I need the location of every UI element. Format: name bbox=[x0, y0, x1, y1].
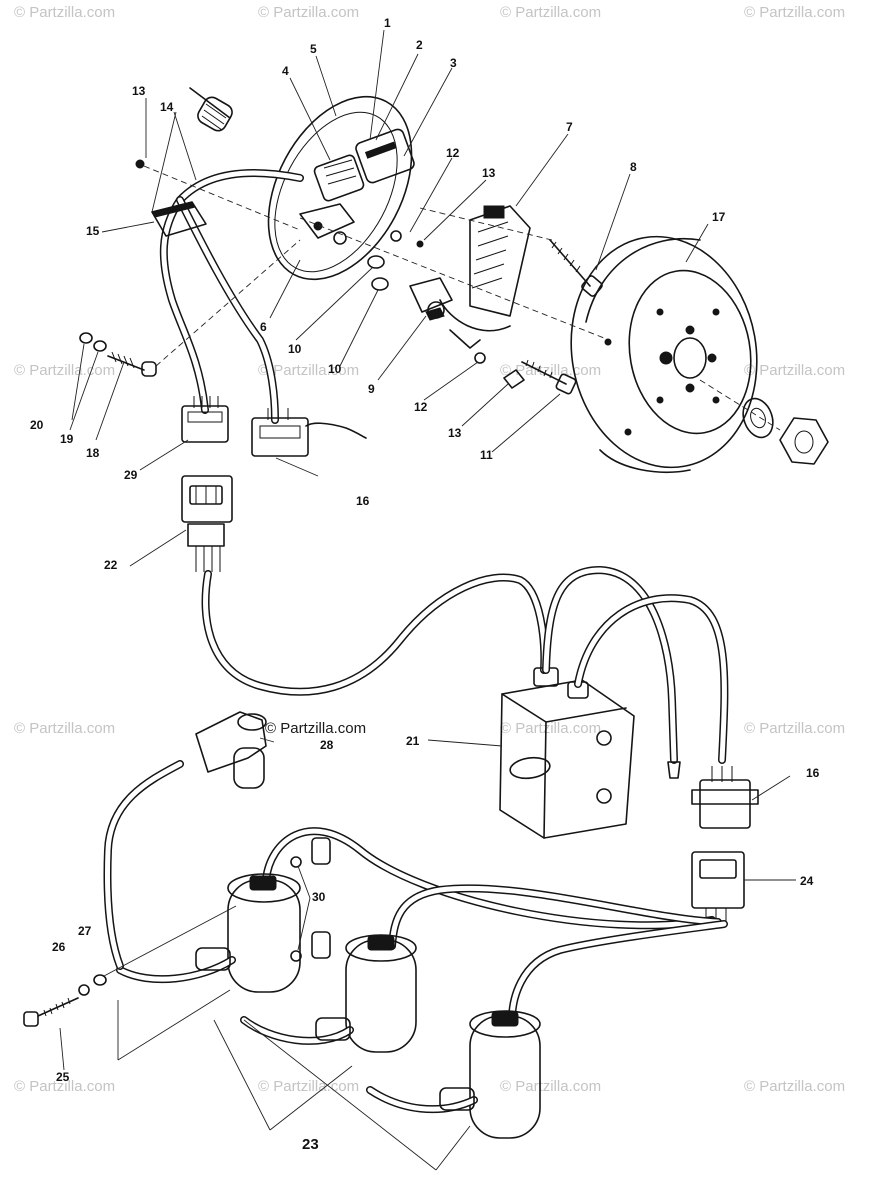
screw-12 bbox=[390, 230, 486, 364]
callout-13b: 13 bbox=[482, 166, 496, 180]
spark-plug-cap-28 bbox=[103, 711, 267, 970]
callout-10a: 10 bbox=[288, 342, 302, 356]
watermark: © Partzilla.com bbox=[14, 1078, 116, 1095]
watermark: © Partzilla.com bbox=[500, 4, 602, 21]
connector-24 bbox=[691, 851, 745, 922]
ignition-coil bbox=[116, 873, 301, 993]
callout-11: 11 bbox=[480, 448, 493, 462]
ignition-coil bbox=[366, 1010, 541, 1139]
watermark: © Partzilla.com bbox=[744, 362, 846, 379]
callout-21: 21 bbox=[406, 734, 420, 748]
lamp-bulb bbox=[189, 87, 233, 132]
callout-24: 24 bbox=[800, 874, 814, 888]
callout-15: 15 bbox=[86, 224, 100, 238]
cdi-wire-b bbox=[574, 594, 729, 764]
screw-8 bbox=[419, 207, 603, 297]
watermark: © Partzilla.com bbox=[258, 1078, 360, 1095]
callout-16b: 16 bbox=[806, 766, 820, 780]
callout-1: 1 bbox=[384, 16, 391, 30]
watermark: © Partzilla.com bbox=[258, 362, 360, 379]
callout-20: 20 bbox=[30, 418, 44, 432]
watermark: © Partzilla.com bbox=[258, 4, 360, 21]
callout-4: 4 bbox=[282, 64, 289, 78]
callout-10b: 10 bbox=[328, 362, 342, 376]
watermark: © Partzilla.com bbox=[500, 720, 602, 737]
spacer-30 bbox=[290, 837, 331, 962]
callout-14: 14 bbox=[160, 100, 174, 114]
watermark-center: © Partzilla.com bbox=[265, 720, 367, 737]
callout-27: 27 bbox=[78, 924, 92, 938]
contact-points-9 bbox=[409, 277, 453, 321]
connector-16-upper bbox=[251, 408, 309, 457]
callout-9: 9 bbox=[368, 382, 375, 396]
cdi-input-wire bbox=[201, 570, 549, 696]
flywheel-17 bbox=[570, 235, 758, 473]
callout-26: 26 bbox=[52, 940, 66, 954]
bushing-10 bbox=[367, 255, 389, 291]
watermark: © Partzilla.com bbox=[500, 362, 602, 379]
clip bbox=[305, 422, 367, 439]
callout-23: 23 bbox=[302, 1136, 319, 1153]
coil-mount-screw bbox=[23, 905, 237, 1027]
cdi-unit-21 bbox=[499, 667, 635, 839]
screw-13 bbox=[135, 159, 301, 231]
watermark: © Partzilla.com bbox=[744, 720, 846, 737]
callout-30: 30 bbox=[312, 890, 326, 904]
callout-6: 6 bbox=[260, 320, 267, 334]
washer-screw-set bbox=[79, 239, 301, 377]
callout-17: 17 bbox=[712, 210, 726, 224]
callout-3: 3 bbox=[450, 56, 457, 70]
watermark: © Partzilla.com bbox=[14, 4, 116, 21]
connector-22 bbox=[181, 475, 233, 572]
callout-16a: 16 bbox=[356, 494, 370, 508]
coil-module-7 bbox=[439, 205, 531, 349]
ignition-coil bbox=[240, 934, 417, 1053]
stator-harness bbox=[151, 169, 304, 424]
connector-29 bbox=[181, 396, 229, 443]
callout-13c: 13 bbox=[448, 426, 462, 440]
callout-19: 19 bbox=[60, 432, 74, 446]
watermark: © Partzilla.com bbox=[500, 1078, 602, 1095]
callout-8: 8 bbox=[630, 160, 637, 174]
stator-plate bbox=[267, 95, 415, 281]
watermark: © Partzilla.com bbox=[744, 4, 846, 21]
callout-28: 28 bbox=[320, 738, 334, 752]
nut-13 bbox=[503, 369, 525, 389]
callout-12b: 12 bbox=[414, 400, 428, 414]
bullet-terminal bbox=[667, 761, 681, 779]
callout-12a: 12 bbox=[446, 146, 460, 160]
callout-5: 5 bbox=[310, 42, 317, 56]
callout-7: 7 bbox=[566, 120, 573, 134]
callout-22: 22 bbox=[104, 558, 118, 572]
callout-25: 25 bbox=[56, 1070, 70, 1084]
leader-lines bbox=[59, 29, 796, 1171]
callout-13a: 13 bbox=[132, 84, 146, 98]
screw-11 bbox=[521, 359, 577, 395]
callout-2: 2 bbox=[416, 38, 423, 52]
callout-18: 18 bbox=[86, 446, 100, 460]
flywheel-nut bbox=[699, 379, 829, 465]
callout-29: 29 bbox=[124, 468, 138, 482]
watermark: © Partzilla.com bbox=[14, 720, 116, 737]
assembly-axis bbox=[299, 217, 605, 339]
watermark: © Partzilla.com bbox=[744, 1078, 846, 1095]
connector-16-lower bbox=[691, 766, 759, 829]
